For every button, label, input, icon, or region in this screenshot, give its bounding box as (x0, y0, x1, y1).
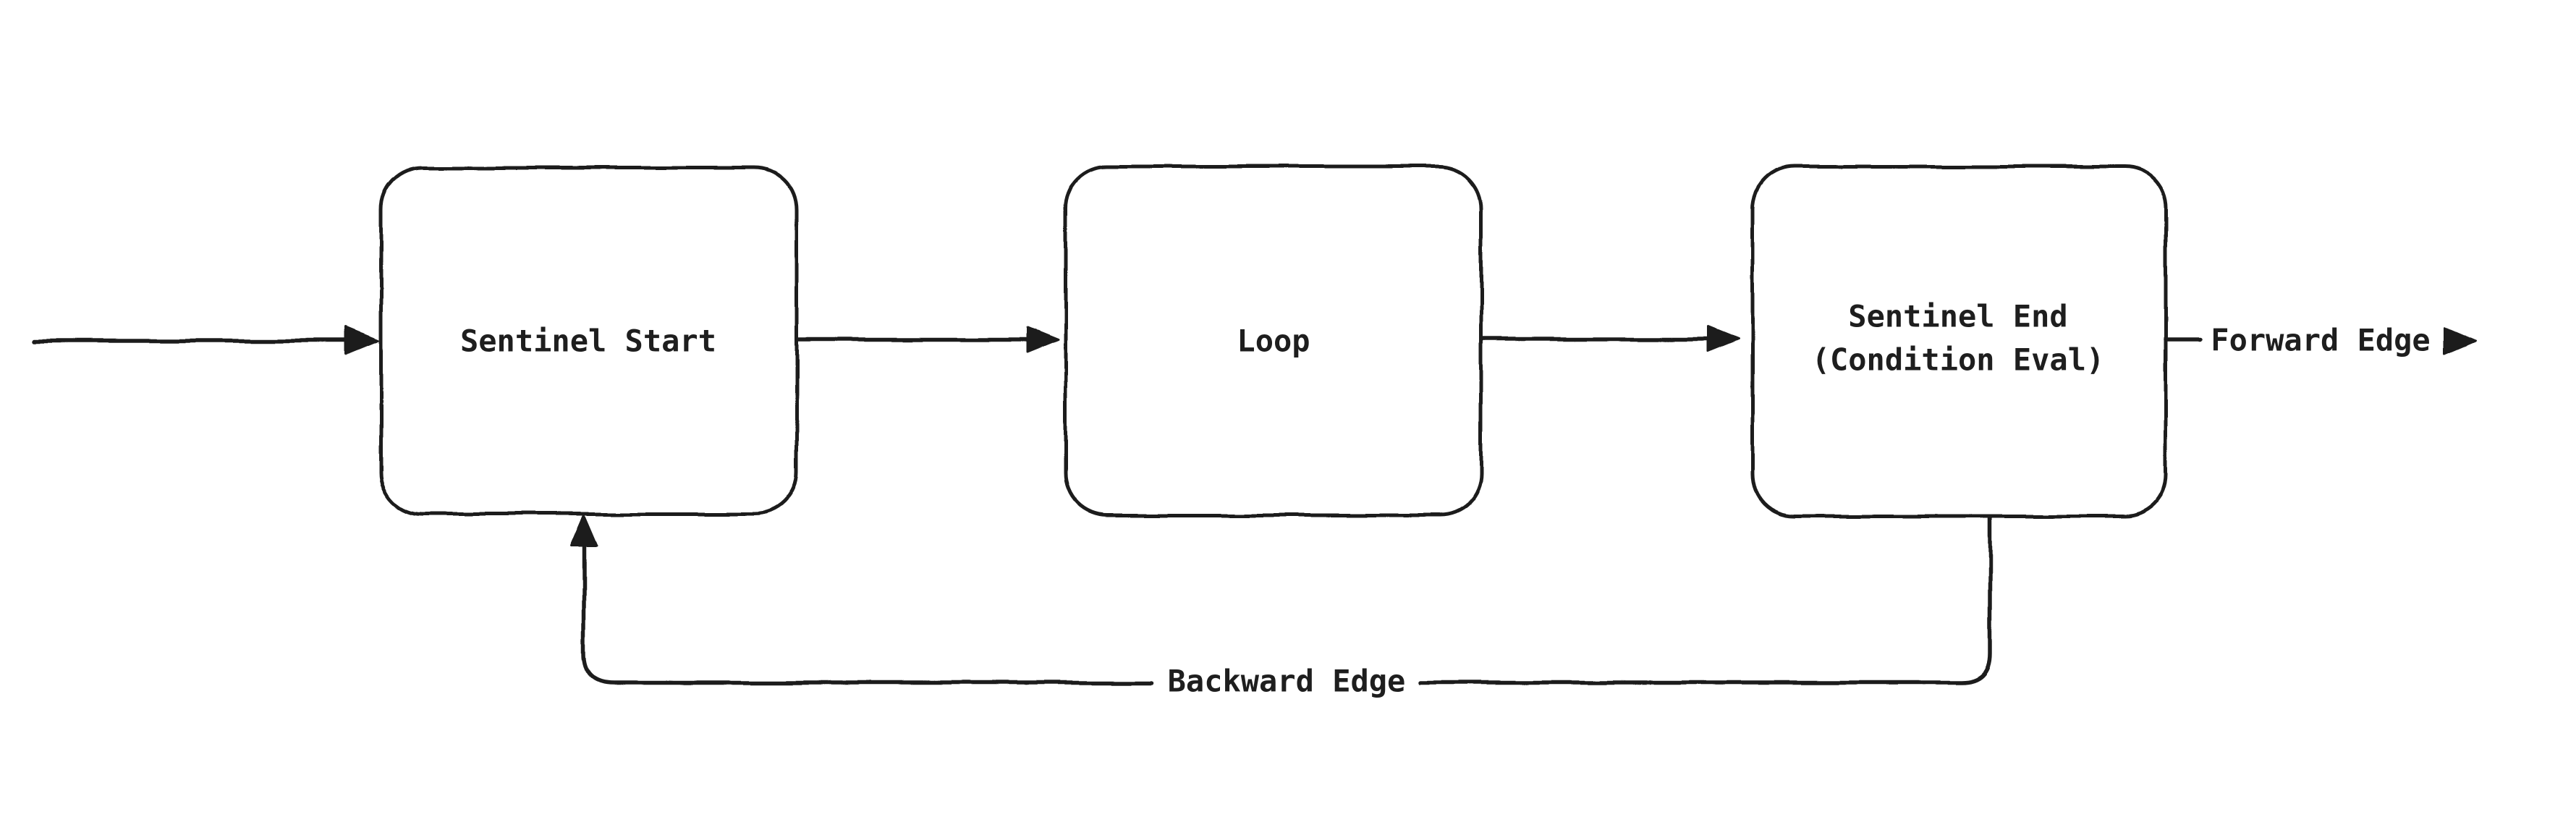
node-sentinel-end-label-line2: (Condition Eval) (1812, 342, 2105, 378)
node-sentinel-start-box (378, 166, 799, 516)
backward-edge-path-left (582, 542, 1154, 685)
node-sentinel-end-label-line1: Sentinel End (1848, 299, 2067, 334)
node-sentinel-end-box (1750, 164, 2168, 519)
forward-edge-arrowhead (2443, 326, 2476, 355)
backward-edge-path-right (1419, 516, 1992, 685)
backward-edge-arrowhead (569, 514, 598, 547)
loop-to-end-arrowhead (1706, 326, 1740, 353)
node-loop-label: Loop (1237, 323, 1310, 359)
start-to-loop-arrowhead (1026, 326, 1059, 353)
backward-edge-label: Backward Edge (1168, 664, 1406, 699)
node-sentinel-start-label: Sentinel Start (460, 323, 716, 359)
forward-edge-label: Forward Edge (2211, 323, 2430, 358)
entry-arrowhead (344, 326, 379, 355)
node-loop-box (1063, 164, 1483, 517)
